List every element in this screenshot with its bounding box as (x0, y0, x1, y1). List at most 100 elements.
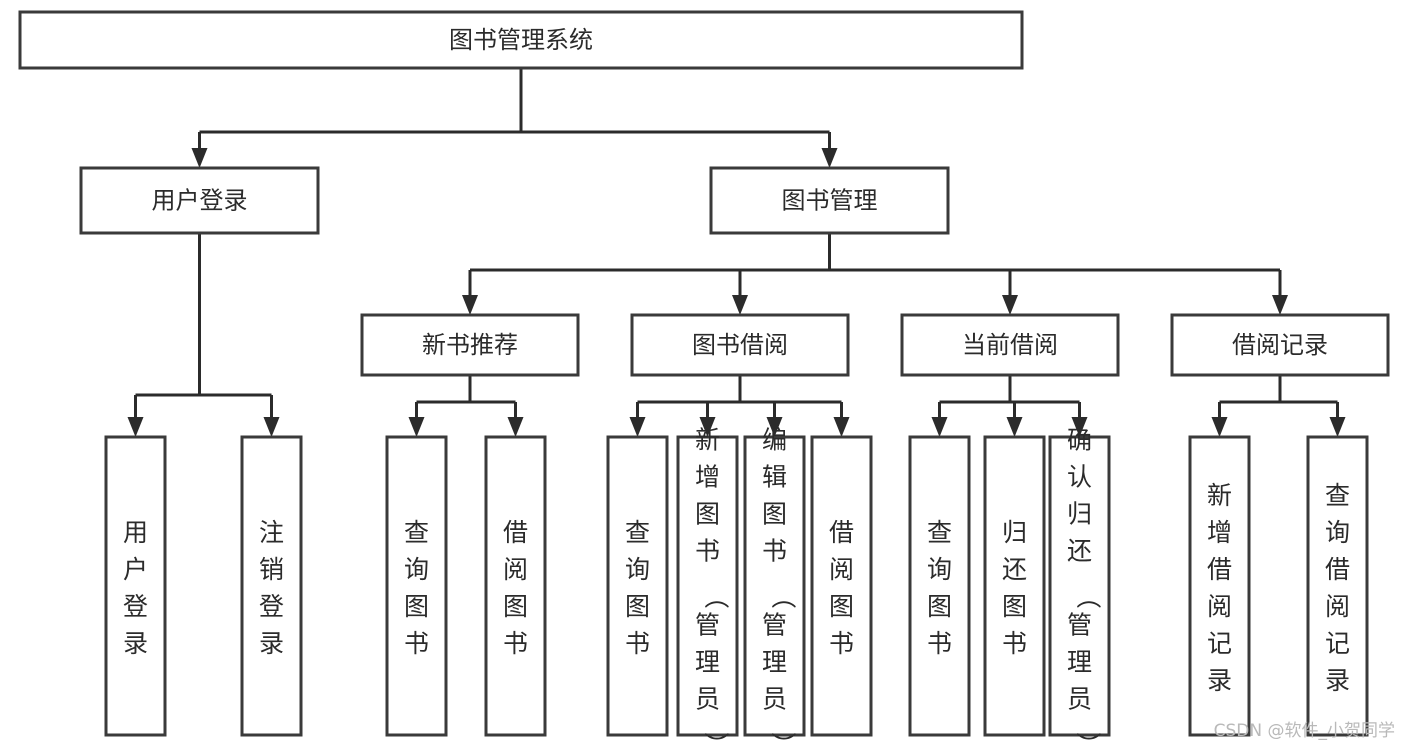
leaf-label-char: 用 (123, 518, 148, 547)
leaf-label-char: 借 (829, 518, 854, 547)
arrow-head (821, 148, 838, 168)
leaf-label-char: （ (769, 584, 798, 609)
node-rect (360, 313, 580, 377)
leaf-label-char: 还 (1067, 536, 1092, 565)
node-rect (1188, 435, 1251, 737)
leaf-label-char: 书 (1002, 629, 1027, 658)
arrow-head (732, 295, 748, 315)
leaf-label-char: 记 (1207, 629, 1232, 658)
leaf-label-char: 理 (762, 647, 787, 676)
leaf-label-char: 查 (1325, 481, 1350, 510)
leaf-label-char: 询 (927, 555, 952, 584)
arrow-head (1002, 295, 1018, 315)
leaf-label-char: 图 (404, 592, 429, 621)
node-rect (1306, 435, 1369, 737)
node-rect (908, 435, 971, 737)
level3-node-4[interactable]: 借阅记录 (1170, 313, 1390, 377)
leaf-label-char: 录 (259, 629, 284, 658)
node-rect (606, 435, 669, 737)
node-label: 图书借阅 (692, 331, 788, 359)
node-label: 借阅记录 (1232, 331, 1328, 359)
leaf-label-char: 归 (1002, 518, 1027, 547)
node-label: 图书管理 (782, 187, 878, 215)
arrow-head (127, 417, 144, 437)
leaf-label-char: 录 (1325, 666, 1350, 695)
leaf-label-char: 理 (1067, 647, 1092, 676)
arrow-head (1006, 417, 1023, 437)
leaf-label-char: 图 (927, 592, 952, 621)
arrow-head (1211, 417, 1228, 437)
leaf-label-char: 户 (123, 555, 148, 584)
leaf-label-char: 录 (123, 629, 148, 658)
leaf-label-char: 图 (762, 499, 787, 528)
root-node-book-management-system[interactable]: 图书管理系统 (18, 10, 1024, 70)
node-rect (484, 435, 547, 737)
node-rect (900, 313, 1120, 377)
node-label: 图书管理系统 (449, 26, 593, 54)
node-rect (676, 435, 739, 737)
leaf-node-1[interactable]: 用户登录 (104, 435, 167, 737)
leaf-label-char: ） (1074, 732, 1103, 747)
leaf-label-char: 理 (695, 647, 720, 676)
leaf-label-char: 书 (503, 629, 528, 658)
leaf-label-char: 登 (259, 592, 284, 621)
leaf-label-char: 管 (695, 610, 720, 639)
level3-node-2[interactable]: 图书借阅 (630, 313, 850, 377)
level3-node-1[interactable]: 新书推荐 (360, 313, 580, 377)
leaf-label-char: 增 (695, 462, 720, 491)
leaf-label-char: 图 (829, 592, 854, 621)
leaf-label-char: 查 (625, 518, 650, 547)
connector-layer (127, 68, 1346, 437)
arrow-head (191, 148, 208, 168)
leaf-label-char: 图 (625, 592, 650, 621)
leaf-label-char: 询 (625, 555, 650, 584)
node-rect (709, 166, 950, 235)
leaf-label-char: 销 (259, 555, 284, 584)
leaf-label-char: 确 (1067, 425, 1092, 454)
level3-node-3[interactable]: 当前借阅 (900, 313, 1120, 377)
leaf-label-char: 查 (927, 518, 952, 547)
node-rect (79, 166, 320, 235)
leaf-label-char: 书 (927, 629, 952, 658)
node-label: 新书推荐 (422, 331, 518, 359)
leaf-label-char: 员 (1067, 684, 1092, 713)
node-rect (104, 435, 167, 737)
leaf-label-char: 登 (123, 592, 148, 621)
leaf-label-char: 管 (1067, 610, 1092, 639)
level2-node-2[interactable]: 图书管理 (709, 166, 950, 235)
arrow-head (833, 417, 850, 437)
node-rect (18, 10, 1024, 70)
node-label: 当前借阅 (962, 331, 1058, 359)
leaf-label-char: 查 (404, 518, 429, 547)
node-rect (385, 435, 448, 737)
leaf-label-char: 编 (762, 425, 787, 454)
leaf-label-char: 书 (625, 629, 650, 658)
leaf-label-char: 员 (762, 684, 787, 713)
leaf-label-char: 员 (695, 684, 720, 713)
node-rect (1048, 435, 1111, 737)
leaf-label-char: ） (702, 732, 731, 747)
node-rect (983, 435, 1046, 737)
leaf-label-char: 图 (503, 592, 528, 621)
node-label: 用户登录 (152, 187, 248, 215)
leaf-label-char: 还 (1002, 555, 1027, 584)
leaf-label-char: （ (702, 584, 731, 609)
node-rect (1170, 313, 1390, 377)
leaf-label-char: ） (769, 732, 798, 747)
arrow-head (462, 295, 478, 315)
node-rect (630, 313, 850, 377)
level2-node-1[interactable]: 用户登录 (79, 166, 320, 235)
